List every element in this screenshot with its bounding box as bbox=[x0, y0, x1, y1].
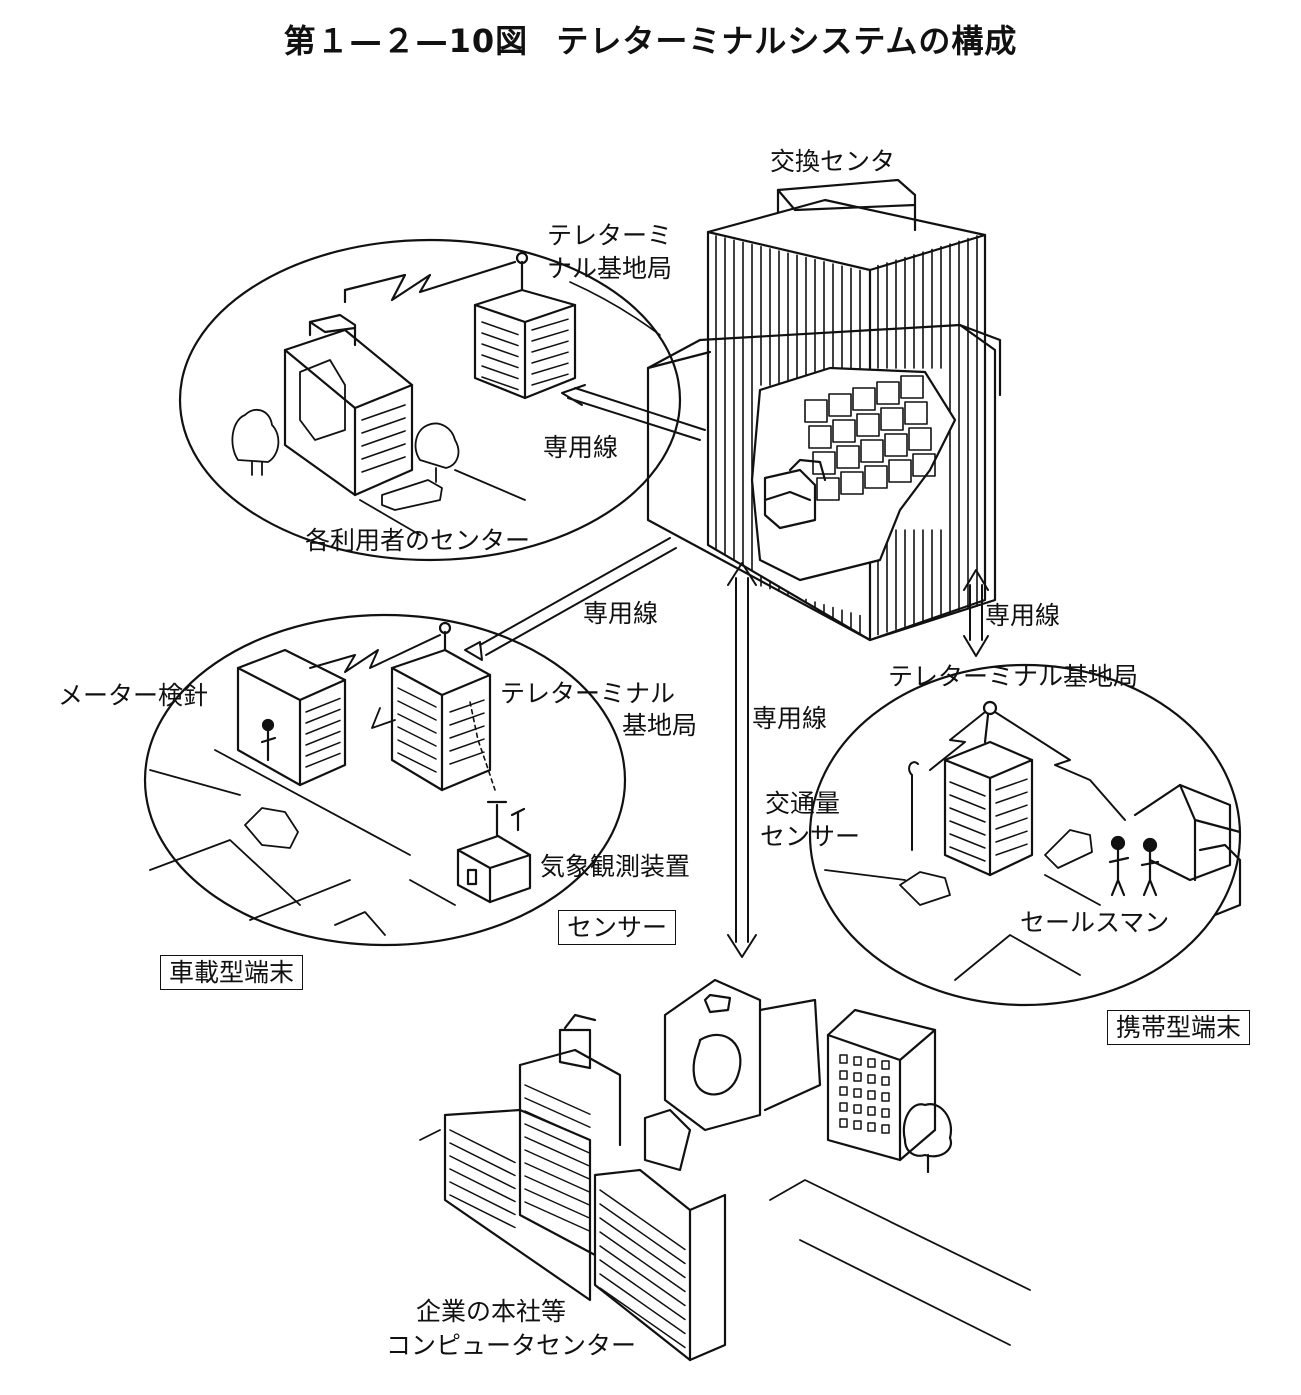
weather-station bbox=[456, 800, 532, 904]
meter-reading-label: メーター検針 bbox=[58, 681, 209, 710]
portable-terminal-region bbox=[808, 663, 1242, 1007]
portable-terminal-box-label: 携帯型端末 bbox=[1107, 1010, 1251, 1045]
vehicle-terminal-region bbox=[143, 613, 627, 947]
roads-right-region bbox=[824, 869, 1101, 981]
roads-left-region bbox=[149, 749, 456, 936]
leased-line-arrow-1 bbox=[561, 384, 706, 441]
base-station-left-label-line2: 基地局 bbox=[622, 711, 698, 740]
base-station-top-building bbox=[473, 251, 577, 400]
base-station-top-label-line1: テレターミ bbox=[547, 221, 673, 250]
radio-link-right-1 bbox=[929, 711, 986, 771]
radio-link-top bbox=[343, 260, 517, 302]
user-center-label: 各利用者のセンター bbox=[305, 526, 531, 555]
car-right-region bbox=[1044, 829, 1093, 869]
leased-line-label-3: 専用線 bbox=[752, 704, 828, 733]
exchange-center-building bbox=[646, 178, 1002, 642]
car-top-region bbox=[381, 479, 443, 511]
radio-link-right-2 bbox=[994, 711, 1126, 821]
leased-line-arrow-2 bbox=[464, 537, 677, 661]
base-station-right-building bbox=[943, 700, 1034, 877]
salesman-label: セールスマン bbox=[1020, 908, 1170, 937]
weather-device-label: 気象観測装置 bbox=[540, 852, 691, 881]
pointer-line bbox=[569, 281, 661, 336]
figure-number: 第１—２—10図 bbox=[283, 22, 529, 60]
corporate-hq-buildings bbox=[443, 978, 953, 1362]
house-right bbox=[1133, 783, 1242, 917]
exchange-center-label: 交換センタ bbox=[770, 147, 896, 176]
base-station-left-label-line1: テレターミナル bbox=[500, 679, 676, 708]
car-right-region-2 bbox=[899, 871, 951, 906]
road-top-region bbox=[359, 469, 526, 536]
meter-building bbox=[236, 648, 347, 787]
base-station-left-building bbox=[390, 621, 492, 792]
figure-caption: テレターミナルシステムの構成 bbox=[556, 22, 1018, 60]
user-center-region bbox=[178, 238, 682, 562]
leased-line-arrow-3 bbox=[727, 562, 757, 958]
corp-center-label-line2: コンピュータセンター bbox=[386, 1331, 637, 1360]
figure-title: 第１—２—10図 テレターミナルシステムの構成 bbox=[0, 16, 1301, 62]
leased-line-label-4: 専用線 bbox=[985, 601, 1061, 630]
sensor-box-label: センサー bbox=[558, 910, 677, 945]
trees-top-left bbox=[231, 408, 460, 483]
traffic-sensor-label-line2: センサー bbox=[760, 822, 861, 851]
salesman-figures bbox=[1108, 835, 1160, 897]
user-center-building bbox=[283, 313, 414, 497]
leased-line-label-2: 専用線 bbox=[583, 599, 659, 628]
leased-line-label-1: 専用線 bbox=[543, 433, 619, 462]
roads-bottom bbox=[419, 1129, 1031, 1346]
car-left-region bbox=[244, 807, 299, 849]
corp-center-label-line1: 企業の本社等 bbox=[416, 1297, 567, 1326]
base-station-right-label: テレターミナル基地局 bbox=[888, 662, 1139, 691]
leased-line-arrow-4 bbox=[963, 569, 989, 657]
base-station-top-label-line2: ナル基地局 bbox=[547, 254, 673, 283]
traffic-sensor-pole bbox=[908, 761, 919, 851]
vehicle-terminal-box-label: 車載型端末 bbox=[160, 955, 304, 990]
radio-link-left bbox=[309, 634, 441, 673]
traffic-sensor-label-line1: 交通量 bbox=[765, 789, 841, 818]
